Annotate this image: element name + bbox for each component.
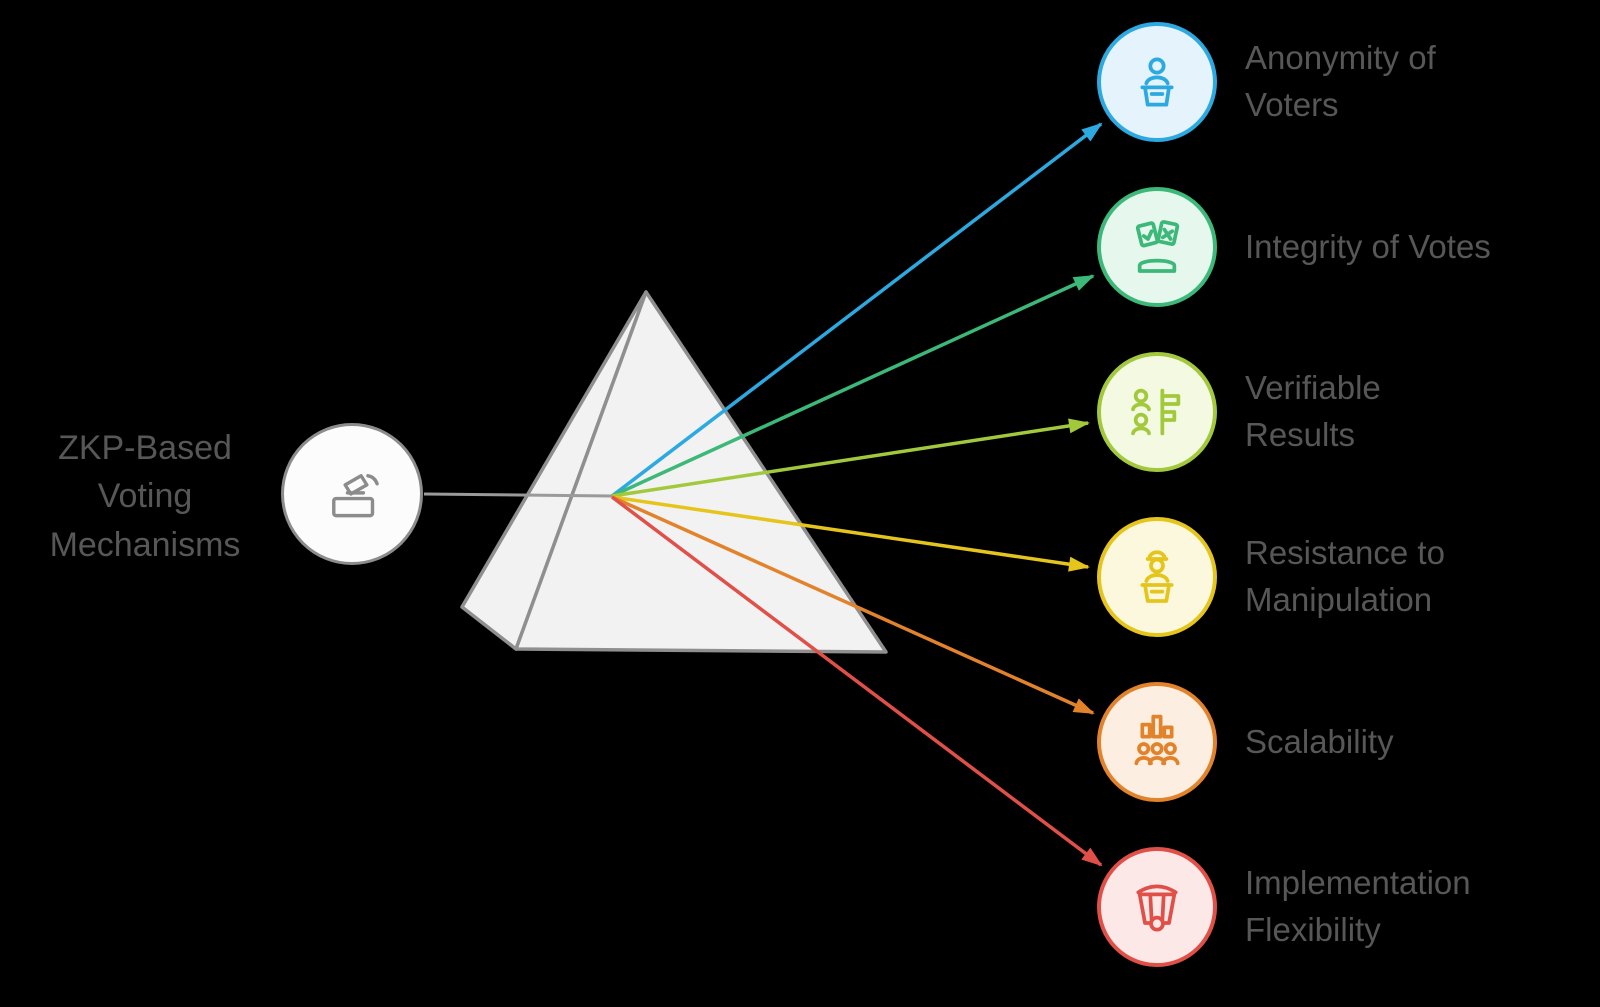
- source-label-line: Voting: [97, 477, 193, 516]
- benefit-bubble: [1097, 352, 1217, 472]
- benefit-label-line: Flexibility: [1245, 911, 1381, 948]
- benefit-label: Scalability: [1245, 719, 1394, 766]
- benefit-label-line: Resistance to: [1245, 534, 1445, 572]
- benefit-label: Implementation Flexibility: [1245, 860, 1471, 954]
- benefit-label-line: Anonymity of: [1245, 39, 1436, 77]
- vote-integrity-icon: [1135, 220, 1180, 273]
- benefit-label: Anonymity of Voters: [1245, 35, 1436, 129]
- ray-anonymity: [610, 122, 1103, 498]
- benefit-item-verifiable: Verifiable Results: [1097, 352, 1381, 472]
- ballot-box-icon: [332, 474, 379, 518]
- arrowhead-resistance: [1068, 556, 1090, 572]
- manipulation-resistance-icon: [1140, 550, 1174, 603]
- benefit-item-anonymity: Anonymity of Voters: [1097, 22, 1436, 142]
- benefit-label-line: Verifiable: [1245, 369, 1381, 407]
- benefit-item-scalability: Scalability: [1097, 682, 1394, 802]
- voter-anonymity-icon: [1140, 57, 1174, 107]
- benefit-label: Verifiable Results: [1245, 365, 1381, 459]
- benefit-bubble: [1097, 682, 1217, 802]
- arrowhead-anonymity: [1081, 122, 1103, 142]
- benefit-bubble: [1097, 22, 1217, 142]
- benefit-bubble: [1097, 517, 1217, 637]
- source-label-line: ZKP-Based: [58, 429, 232, 467]
- benefit-label-line: Scalability: [1245, 722, 1394, 760]
- benefit-item-flexibility: Implementation Flexibility: [1097, 847, 1471, 967]
- verifiable-results-icon: [1131, 388, 1181, 436]
- source-label-line: Mechanisms: [49, 525, 241, 564]
- benefit-label-line: Implementation: [1245, 864, 1471, 902]
- ray-scalability: [611, 495, 1094, 715]
- ray-flexibility: [610, 495, 1103, 867]
- benefit-label: Resistance to Manipulation: [1245, 530, 1445, 624]
- benefit-label-line: Manipulation: [1245, 581, 1433, 618]
- source-connector-line: [423, 492, 613, 498]
- arrowhead-verifiable: [1068, 418, 1090, 434]
- benefit-label-line: Results: [1245, 416, 1356, 453]
- arrowhead-flexibility: [1081, 847, 1103, 867]
- benefit-bubble: [1097, 847, 1217, 967]
- source-label: ZKP-Based Voting Mechanisms: [0, 424, 290, 569]
- benefit-label: Integrity of Votes: [1245, 224, 1491, 271]
- ray-integrity: [611, 274, 1094, 498]
- benefit-bubble: [1097, 187, 1217, 307]
- benefit-label-line: Integrity of Votes: [1245, 227, 1491, 265]
- scalability-icon: [1134, 714, 1180, 766]
- benefit-item-resistance: Resistance to Manipulation: [1097, 517, 1445, 637]
- ray-verifiable: [611, 421, 1089, 498]
- benefit-item-integrity: Integrity of Votes: [1097, 187, 1491, 307]
- ray-resistance: [611, 495, 1089, 569]
- source-icon-circle: [281, 423, 423, 565]
- implementation-flexibility-icon: [1136, 884, 1178, 932]
- arrowhead-scalability: [1072, 698, 1095, 714]
- arrowhead-integrity: [1072, 275, 1095, 291]
- benefit-label-line: Voters: [1245, 86, 1339, 123]
